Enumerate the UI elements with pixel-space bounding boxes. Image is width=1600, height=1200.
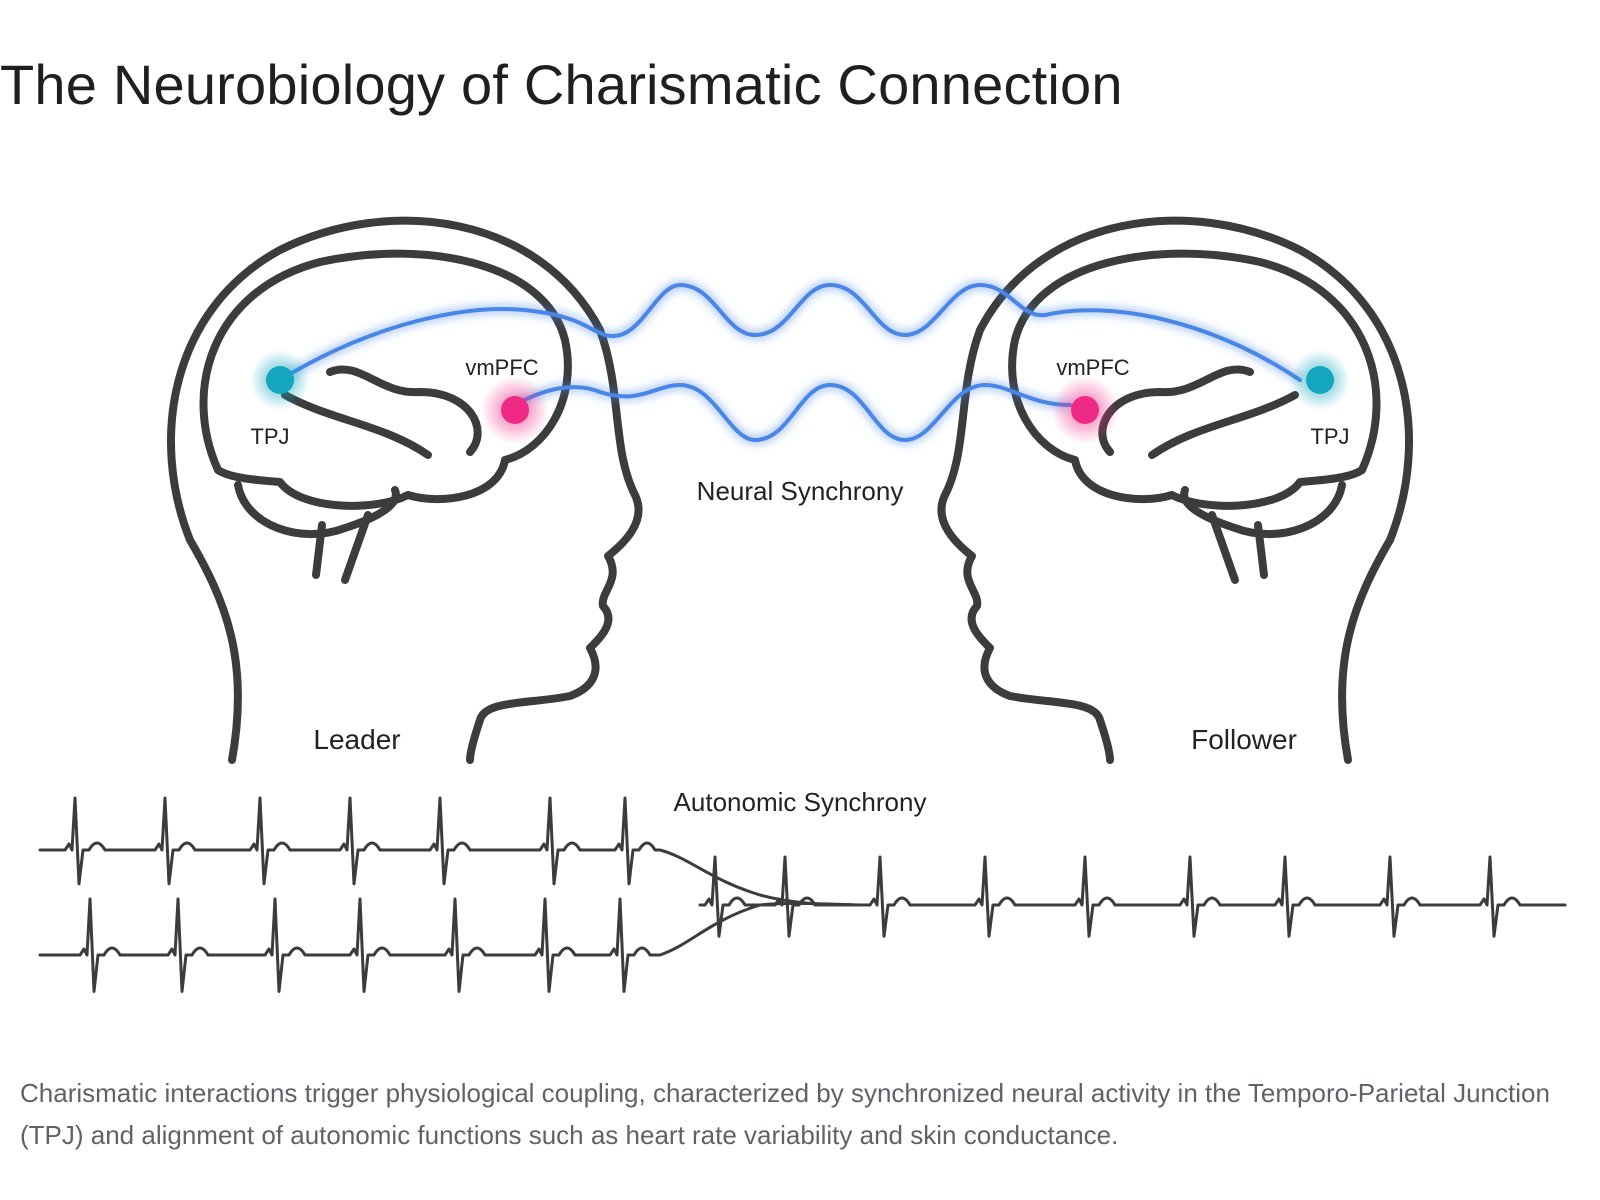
- leader-brain-fold: [281, 391, 432, 459]
- follower-tpj-marker: [1290, 350, 1350, 410]
- follower-vmpfc-label: vmPFC: [1056, 355, 1129, 380]
- leader-head: [167, 216, 643, 764]
- leader-brainstem: [341, 511, 372, 584]
- leader-label: Leader: [313, 724, 400, 755]
- neural-synchrony-label: Neural Synchrony: [697, 476, 904, 506]
- follower-brain-fold: [1148, 391, 1299, 459]
- neural-wave-tpj: [278, 282, 1302, 382]
- leader-vmpfc-label: vmPFC: [465, 355, 538, 380]
- figure-caption: Charismatic interactions trigger physiol…: [20, 1078, 1550, 1150]
- follower-label: Follower: [1191, 724, 1297, 755]
- follower-ecg-trace: [38, 897, 862, 993]
- follower-vmpfc-marker: [1051, 376, 1119, 444]
- neural-waves: [278, 282, 1302, 443]
- follower-tpj-label: TPJ: [1310, 424, 1349, 449]
- autonomic-synchrony-label: Autonomic Synchrony: [674, 787, 927, 817]
- leader-brain-fold: [326, 365, 482, 456]
- follower-brainstem: [1208, 511, 1239, 584]
- leader-head-outline: [167, 216, 643, 764]
- leader-ecg-trace: [38, 796, 862, 907]
- leader-brain-outline: [199, 249, 572, 510]
- synchrony-diagram: TPJ vmPFC vmPFC TPJ Neural Synchrony Lea…: [38, 216, 1567, 993]
- synchronized-ecg-trace: [698, 855, 1567, 938]
- leader-tpj-label: TPJ: [250, 424, 289, 449]
- leader-brainstem: [312, 521, 326, 579]
- page-title: The Neurobiology of Charismatic Connecti…: [0, 53, 1123, 116]
- follower-brain-outline: [1008, 249, 1381, 510]
- leader-tpj-marker: [250, 350, 310, 410]
- neural-wave-vmpfc: [513, 382, 1072, 443]
- leader-vmpfc-marker: [481, 376, 549, 444]
- autonomic-traces: [38, 796, 1567, 993]
- leader-cerebellum: [234, 481, 400, 539]
- follower-brainstem: [1254, 521, 1268, 579]
- follower-cerebellum: [1180, 481, 1346, 539]
- follower-head-outline: [937, 216, 1413, 764]
- follower-head: [937, 216, 1413, 764]
